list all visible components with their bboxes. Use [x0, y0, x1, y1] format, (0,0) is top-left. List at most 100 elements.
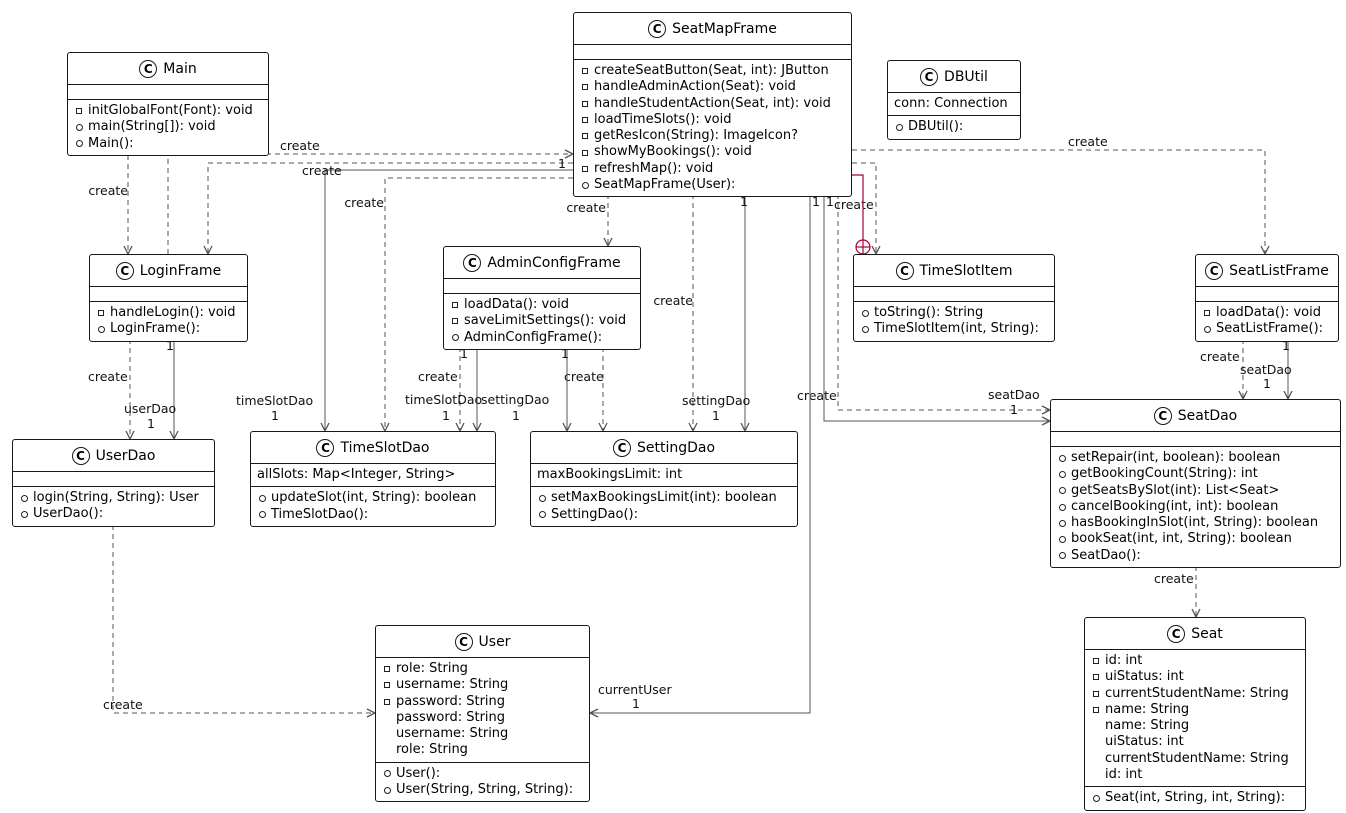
class-badge-icon: C	[612, 438, 631, 457]
member-text: login(String, String): User	[33, 490, 199, 505]
method-row: Seat(int, String, int, String):	[1091, 790, 1299, 806]
public-icon	[860, 310, 870, 317]
public-icon	[1057, 520, 1067, 527]
field-row: id: int	[1091, 653, 1299, 669]
class-badge-icon: C	[1205, 261, 1224, 280]
class-name: DBUtil	[944, 68, 988, 85]
method-row: getSeatsBySlot(int): List<Seat>	[1057, 483, 1334, 499]
member-text: allSlots: Map<Integer, String>	[257, 467, 456, 482]
method-row: SeatMapFrame(User):	[580, 177, 845, 193]
member-text: UserDao():	[33, 506, 104, 522]
private-icon	[1091, 658, 1101, 664]
public-icon	[1057, 552, 1067, 559]
member-text: handleStudentAction(Seat, int): void	[594, 95, 831, 111]
method-row: UserDao():	[19, 506, 208, 522]
class-name: SeatListFrame	[1229, 262, 1329, 279]
fields-section	[444, 279, 640, 294]
public-icon	[1057, 471, 1067, 478]
class-badge-icon: C	[895, 261, 914, 280]
field-row: conn: Connection	[894, 96, 1014, 112]
method-row: showMyBookings(): void	[580, 144, 845, 160]
fields-section	[68, 85, 268, 100]
private-icon	[1091, 674, 1101, 680]
member-text: cancelBooking(int, int): boolean	[1071, 498, 1279, 514]
class-badge-icon: C	[1153, 406, 1172, 425]
comp-seatmapframe-user	[590, 185, 810, 713]
method-row: loadData(): void	[450, 297, 634, 313]
public-icon	[580, 182, 590, 189]
member-text: loadData(): void	[1216, 305, 1321, 320]
field-row: id: int	[1091, 767, 1299, 783]
private-icon	[382, 682, 392, 688]
label-one: 1	[147, 416, 155, 431]
method-row: cancelBooking(int, int): boolean	[1057, 499, 1334, 515]
member-text: username: String	[396, 726, 509, 742]
private-icon	[74, 108, 84, 114]
member-text: handleLogin(): void	[110, 305, 236, 320]
field-row: username: String	[382, 677, 583, 693]
private-icon	[450, 302, 460, 308]
label-one: 1	[561, 346, 569, 361]
label-one: 1	[826, 194, 834, 209]
dep-seatmapframe-loginframe	[208, 162, 573, 254]
label-one: 1	[460, 346, 468, 361]
private-icon	[580, 117, 590, 123]
field-row: role: String	[382, 742, 583, 758]
class-name: Main	[163, 60, 197, 77]
public-icon	[894, 124, 904, 131]
label-one: 1	[1282, 338, 1290, 353]
method-row: handleLogin(): void	[96, 305, 241, 321]
class-name: TimeSlotItem	[919, 262, 1013, 279]
member-text: hasBookingInSlot(int, String): boolean	[1071, 515, 1319, 531]
fields-section: id: int uiStatus: int currentStudentName: …	[1085, 650, 1305, 788]
label-create: create	[344, 195, 384, 210]
member-text: role: String	[396, 742, 468, 758]
private-icon	[1202, 310, 1212, 316]
class-name: SeatMapFrame	[672, 20, 777, 37]
label-create: create	[103, 697, 143, 712]
method-row: updateSlot(int, String): boolean	[257, 490, 489, 506]
label-create: create	[566, 200, 606, 215]
label-one: 1	[632, 696, 640, 711]
label-create: create	[280, 138, 320, 153]
comp-seatmapframe-seatdao	[824, 185, 1050, 421]
method-row: saveLimitSettings(): void	[450, 313, 634, 329]
label-create: create	[88, 369, 128, 384]
field-row: password: String	[382, 694, 583, 710]
private-icon	[1091, 707, 1101, 713]
method-row: hasBookingInSlot(int, String): boolean	[1057, 515, 1334, 531]
public-icon	[1057, 504, 1067, 511]
methods-section: DBUtil():	[888, 116, 1020, 138]
method-row: login(String, String): User	[19, 490, 208, 506]
member-text: SeatMapFrame(User):	[594, 177, 736, 193]
dep-userdao-user	[112, 516, 375, 713]
member-text: id: int	[1105, 653, 1143, 668]
label-role-timeslotdao: timeSlotDao	[405, 392, 482, 407]
public-icon	[74, 124, 84, 131]
member-text: Seat(int, String, int, String):	[1105, 790, 1286, 806]
member-text: currentStudentName: String	[1105, 685, 1289, 701]
label-create: create	[88, 183, 128, 198]
member-text: username: String	[396, 677, 509, 693]
member-text: uiStatus: int	[1105, 734, 1184, 750]
methods-section: User():User(String, String, String):	[376, 763, 589, 802]
label-create: create	[834, 197, 874, 212]
nested-class-link	[852, 174, 864, 240]
member-text: role: String	[396, 661, 468, 676]
member-text: DBUtil():	[908, 119, 964, 135]
public-icon	[1057, 536, 1067, 543]
member-text: bookSeat(int, int, String): boolean	[1071, 531, 1292, 547]
